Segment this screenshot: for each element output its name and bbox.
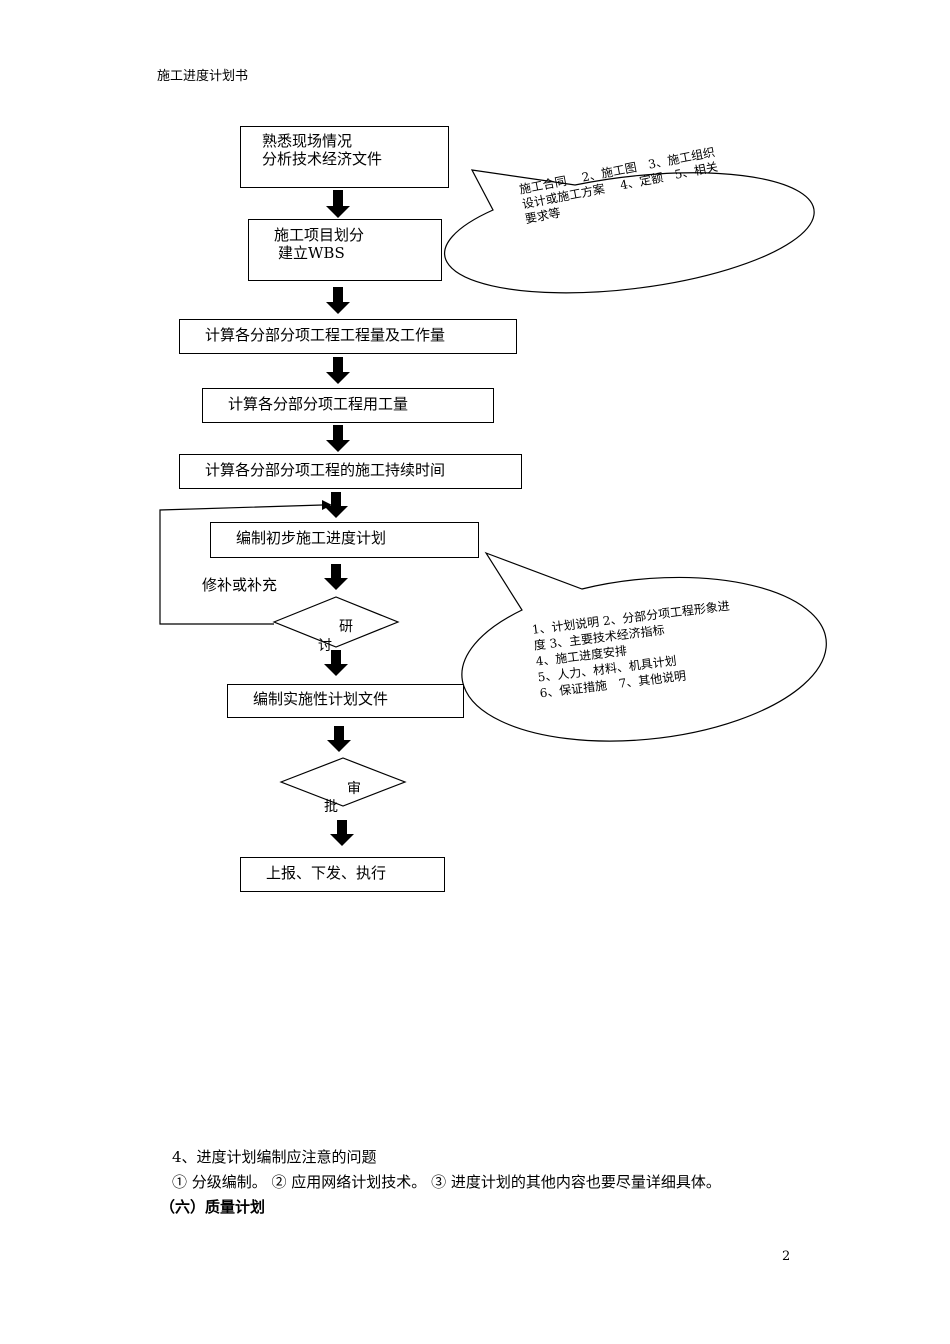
step-box-implementation: 编制实施性计划文件 <box>227 684 464 718</box>
page-number: 2 <box>782 1249 791 1264</box>
step-box-familiarize: 熟悉现场情况 分析技术经济文件 <box>240 126 449 188</box>
discuss-label-2: 讨 <box>318 638 332 654</box>
item-4-text: ① 分级编制。 ② 应用网络计划技术。 ③ 进度计划的其他内容也要尽量详细具体。 <box>172 1173 721 1191</box>
step-text-line1: 施工项目划分 <box>274 226 365 244</box>
arrow-down-icon <box>324 564 348 590</box>
approve-label-1: 审 <box>347 781 361 797</box>
step-box-wbs: 施工项目划分 建立WBS <box>248 219 442 281</box>
step-box-duration: 计算各分部分项工程的施工持续时间 <box>179 454 522 489</box>
arrow-down-icon <box>326 425 350 452</box>
arrow-right-icon <box>322 500 332 510</box>
item-4-title: 4、进度计划编制应注意的问题 <box>172 1148 377 1166</box>
arrow-down-icon <box>330 820 354 846</box>
step-box-execute: 上报、下发、执行 <box>240 857 445 892</box>
step-text: 计算各分部分项工程工程量及工作量 <box>205 326 446 344</box>
step-text: 计算各分部分项工程用工量 <box>228 395 409 413</box>
step-text: 上报、下发、执行 <box>266 864 387 882</box>
decision-diamond-discuss <box>272 596 400 648</box>
feedback-loop-line <box>159 504 323 625</box>
step-text: 编制实施性计划文件 <box>253 690 389 708</box>
section-6-heading: （六）质量计划 <box>160 1198 266 1216</box>
step-text-line2: 分析技术经济文件 <box>262 150 383 168</box>
approve-label-2: 批 <box>324 799 338 815</box>
step-box-labor: 计算各分部分项工程用工量 <box>202 388 494 423</box>
discuss-label-1: 研 <box>339 619 353 635</box>
arrow-down-icon <box>324 492 348 518</box>
step-text-line2: 建立WBS <box>278 244 345 262</box>
arrow-down-icon <box>326 287 350 314</box>
step-box-quantity: 计算各分部分项工程工程量及工作量 <box>179 319 517 354</box>
step-text: 计算各分部分项工程的施工持续时间 <box>205 461 446 479</box>
arrow-down-icon <box>326 190 350 218</box>
arrow-down-icon <box>327 726 351 752</box>
step-box-preliminary: 编制初步施工进度计划 <box>210 522 479 558</box>
running-header: 施工进度计划书 <box>157 69 249 84</box>
step-text-line1: 熟悉现场情况 <box>262 132 353 150</box>
step-text: 编制初步施工进度计划 <box>236 529 387 547</box>
arrow-down-icon <box>324 650 348 676</box>
callout-bubble-contents <box>461 551 827 742</box>
arrow-down-icon <box>326 357 350 384</box>
callout-bubble-basis <box>444 169 815 294</box>
decision-diamond-approve <box>279 757 407 807</box>
loop-label: 修补或补充 <box>202 576 278 594</box>
